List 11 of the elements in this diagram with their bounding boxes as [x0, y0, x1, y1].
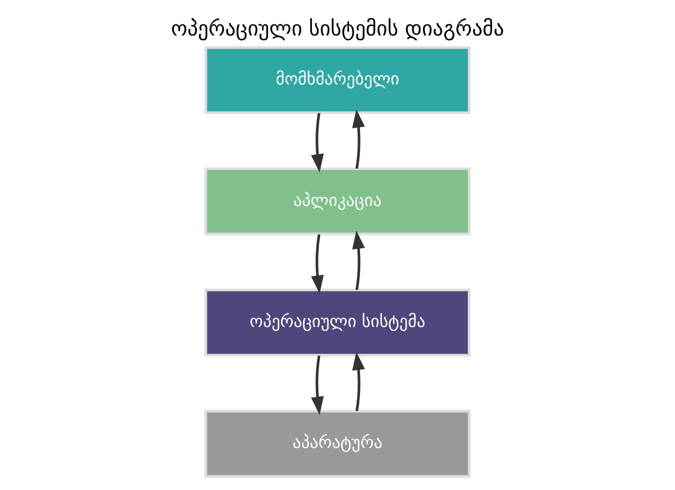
arrow: [352, 230, 365, 290]
arrow: [311, 234, 324, 294]
node-box: აპარატურა: [204, 410, 470, 478]
node-box: აპლიკაცია: [204, 167, 470, 236]
arrow: [311, 355, 324, 415]
node-box: მომხმარებელი: [204, 46, 470, 114]
diagram-title: ოპერაციული სისტემის დიაგრამა: [170, 16, 504, 41]
node-box: ოპერაციული სისტემა: [204, 288, 470, 356]
arrow: [352, 352, 365, 412]
arrow: [311, 113, 324, 172]
arrow: [352, 109, 365, 169]
